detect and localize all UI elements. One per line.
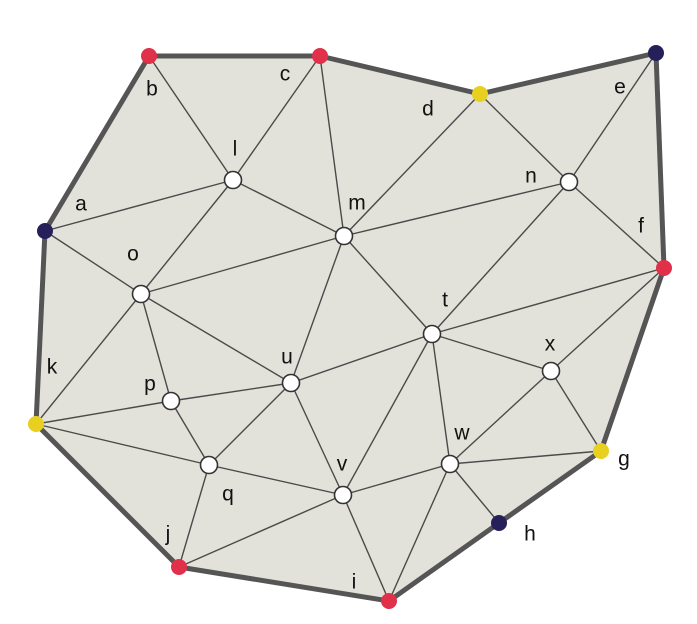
edge-b-l: [148, 55, 234, 181]
vertex-label-l: l: [233, 138, 238, 161]
vertex-j: [171, 559, 187, 575]
vertex-c: [312, 48, 328, 64]
vertex-label-p: p: [144, 373, 156, 396]
vertex-q: [199, 455, 219, 475]
edge-q-v: [208, 464, 344, 496]
edge-n-m: [343, 181, 570, 237]
vertex-label-f: f: [638, 215, 644, 238]
vertex-label-c: c: [280, 63, 291, 86]
edge-t-w: [431, 333, 451, 465]
edge-p-u: [170, 382, 292, 402]
edge-q-u: [208, 382, 292, 466]
vertex-m: [334, 226, 354, 246]
vertex-label-x: x: [545, 333, 556, 356]
vertex-n: [559, 172, 579, 192]
edge-t-f: [431, 267, 665, 335]
vertex-label-h: h: [524, 523, 536, 546]
vertex-label-e: e: [614, 76, 626, 99]
vertex-g: [593, 443, 609, 459]
edge-d-m: [343, 93, 481, 237]
vertex-o: [131, 284, 151, 304]
vertex-f: [656, 260, 672, 276]
vertex-label-d: d: [422, 98, 434, 121]
vertex-t: [422, 324, 442, 344]
vertex-h: [491, 515, 507, 531]
vertex-b: [141, 48, 157, 64]
edge-o-u: [140, 293, 292, 384]
vertex-label-m: m: [348, 192, 366, 215]
edge-l-o: [140, 179, 234, 295]
edge-m-t: [343, 235, 433, 335]
edge-t-x: [431, 333, 552, 372]
vertex-label-w: w: [453, 422, 470, 445]
edge-w-i: [388, 463, 451, 602]
edge-o-p: [140, 293, 172, 402]
vertex-l: [223, 170, 243, 190]
edge-x-w: [449, 370, 552, 465]
edge-x-f: [550, 267, 665, 372]
vertex-label-j: j: [165, 523, 171, 546]
edge-a-o: [44, 230, 142, 295]
vertex-label-t: t: [442, 289, 448, 312]
edge-t-v: [342, 333, 433, 496]
nodes-layer: [28, 45, 672, 609]
vertex-label-n: n: [525, 165, 537, 188]
edge-a-l: [44, 179, 234, 232]
edge-c-l: [232, 55, 321, 181]
edge-w-g: [449, 450, 602, 465]
labels-layer: a b c d e f g h i j k l m n o p q t u v w x: [47, 63, 644, 594]
edge-u-v: [290, 382, 344, 496]
edge-n-f: [568, 181, 665, 269]
edge-q-j: [178, 464, 210, 568]
edge-m-u: [290, 235, 345, 384]
edge-p-q: [170, 400, 210, 466]
edge-w-v: [342, 463, 451, 496]
edge-w-h: [449, 463, 500, 524]
edge-d-n: [479, 93, 570, 183]
region-fill: [36, 53, 664, 601]
vertex-e: [648, 45, 664, 61]
edge-v-j: [178, 494, 344, 568]
vertex-label-u: u: [281, 346, 293, 369]
vertex-x: [541, 361, 561, 381]
edge-x-g: [550, 370, 602, 452]
edge-k-q: [35, 423, 210, 466]
vertex-label-q: q: [222, 483, 234, 506]
edge-c-m: [319, 55, 345, 237]
edge-m-o: [140, 235, 345, 295]
boundary-outline: [33, 50, 667, 604]
edge-v-i: [342, 494, 390, 602]
vertex-d: [472, 86, 488, 102]
vertex-k: [28, 416, 44, 432]
vertex-label-i: i: [352, 571, 357, 594]
edge-k-p: [35, 400, 172, 425]
edge-l-m: [232, 179, 345, 237]
vertex-label-o: o: [127, 243, 139, 266]
vertex-label-b: b: [146, 78, 158, 101]
edge-n-t: [431, 181, 570, 335]
vertex-p: [161, 391, 181, 411]
vertex-label-k: k: [47, 356, 58, 379]
edge-u-t: [290, 333, 433, 384]
vertex-w: [440, 454, 460, 474]
vertex-label-v: v: [337, 453, 348, 476]
vertex-v: [333, 485, 353, 505]
edge-e-n: [568, 52, 657, 183]
vertex-label-g: g: [618, 448, 630, 471]
vertex-a: [37, 223, 53, 239]
vertex-u: [281, 373, 301, 393]
edge-o-k: [35, 293, 142, 425]
vertex-label-a: a: [75, 193, 87, 216]
vertex-i: [381, 593, 397, 609]
